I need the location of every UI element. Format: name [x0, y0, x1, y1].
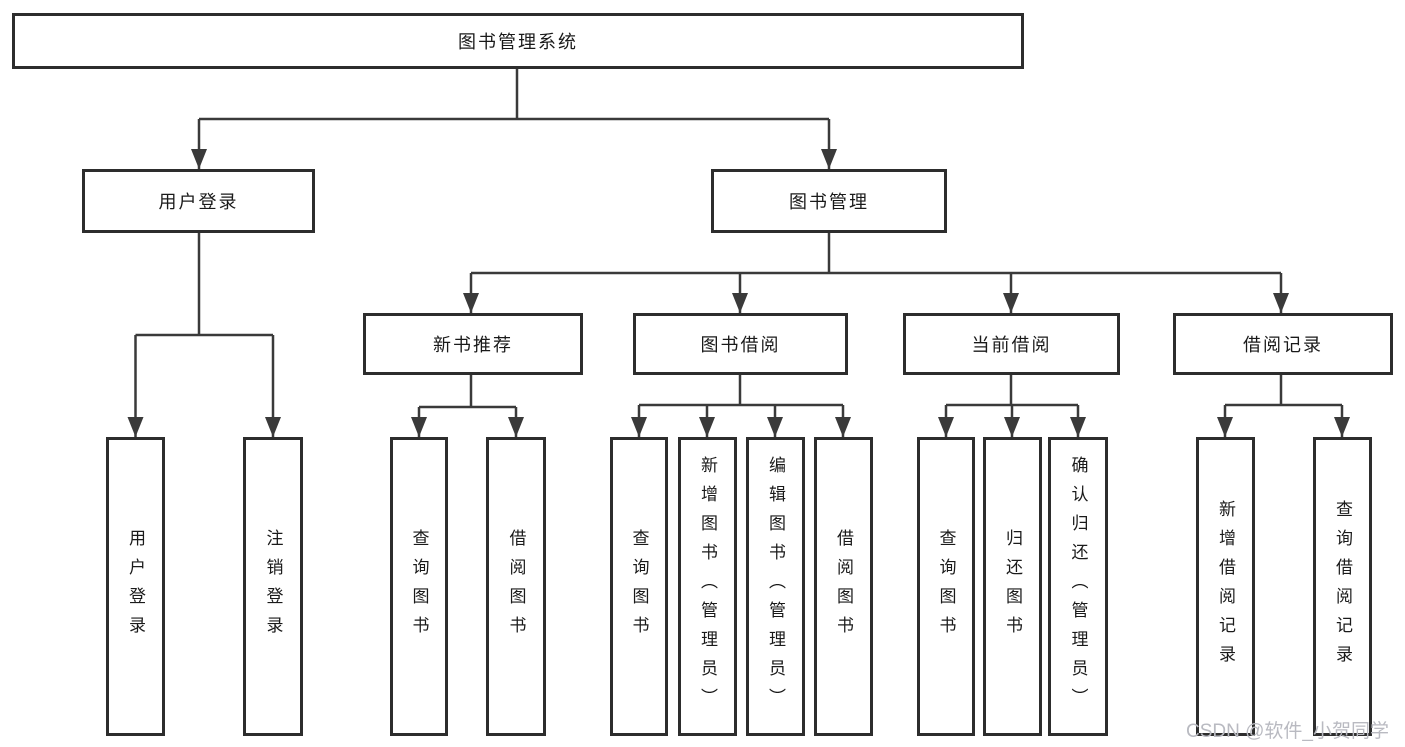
- leaf-edit-books-admin: 编辑图书（管理员）: [746, 437, 805, 736]
- node-label: 借阅记录: [1243, 335, 1323, 355]
- node-label: 用户登录: [126, 528, 145, 645]
- leaf-user-login: 用户登录: [106, 437, 165, 736]
- node-label: 注销登录: [263, 528, 283, 645]
- node-label: 新增图书（管理员）: [698, 456, 717, 717]
- node-label: 查询借阅记录: [1333, 499, 1352, 674]
- csdn-watermark: CSDN @软件_小贺同学: [1186, 721, 1389, 742]
- node-label: 查询图书: [629, 528, 649, 645]
- node-label: 借阅图书: [834, 528, 853, 645]
- node-label: 新增借阅记录: [1216, 499, 1235, 674]
- node-label: 图书管理系统: [458, 32, 578, 52]
- node-label: 查询图书: [936, 528, 956, 645]
- node-label: 图书管理: [789, 192, 869, 212]
- node-book-borrowing: 图书借阅: [633, 313, 848, 375]
- leaf-query-books-3: 查询图书: [917, 437, 975, 736]
- node-book-management-group: 图书管理: [711, 169, 947, 233]
- leaf-confirm-return-admin: 确认归还（管理员）: [1048, 437, 1108, 736]
- leaf-add-borrow-record: 新增借阅记录: [1196, 437, 1255, 736]
- node-label: 归还图书: [1003, 528, 1022, 645]
- node-current-borrowing: 当前借阅: [903, 313, 1120, 375]
- leaf-borrow-books-1: 借阅图书: [486, 437, 546, 736]
- node-label: 确认归还（管理员）: [1068, 456, 1088, 717]
- node-label: 图书借阅: [700, 335, 781, 355]
- node-label: 借阅图书: [506, 528, 526, 645]
- leaf-logout: 注销登录: [243, 437, 303, 736]
- node-label: 新书推荐: [433, 335, 513, 355]
- node-label: 当前借阅: [971, 335, 1052, 355]
- leaf-query-borrow-record: 查询借阅记录: [1313, 437, 1372, 736]
- leaf-borrow-books-2: 借阅图书: [814, 437, 873, 736]
- leaf-return-books: 归还图书: [983, 437, 1042, 736]
- node-new-book-recommend: 新书推荐: [363, 313, 583, 375]
- connector-rails: [135, 69, 1342, 409]
- node-label: 编辑图书（管理员）: [766, 456, 785, 717]
- node-user-login-group: 用户登录: [82, 169, 315, 233]
- node-root-system: 图书管理系统: [12, 13, 1024, 69]
- leaf-query-books-1: 查询图书: [390, 437, 448, 736]
- leaf-query-books-2: 查询图书: [610, 437, 668, 736]
- node-label: 用户登录: [158, 192, 239, 212]
- leaf-add-books-admin: 新增图书（管理员）: [678, 437, 737, 736]
- node-borrowing-records: 借阅记录: [1173, 313, 1393, 375]
- node-label: 查询图书: [409, 528, 429, 645]
